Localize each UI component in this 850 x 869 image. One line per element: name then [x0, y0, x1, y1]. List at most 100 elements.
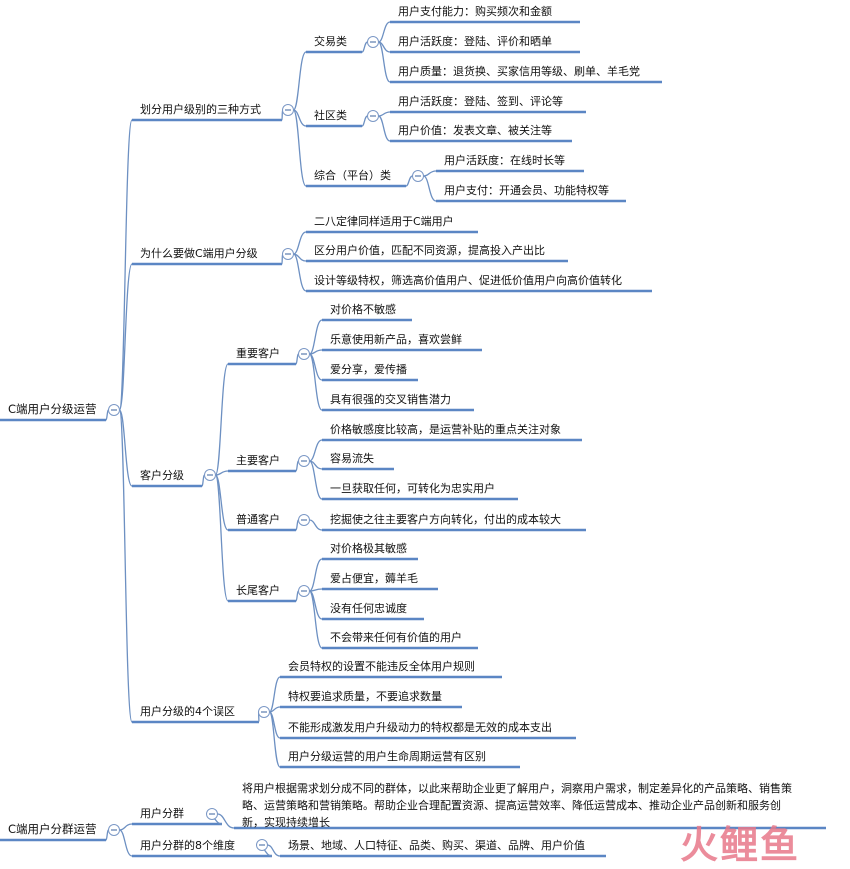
method-1-collapse-icon[interactable]: [367, 110, 379, 122]
tier-node-2-label: 普通客户: [236, 512, 280, 526]
method-0-collapse-icon[interactable]: [367, 36, 379, 48]
segment-branch-0: 用户分群: [132, 806, 222, 826]
edge-b2-tier0: [214, 363, 229, 476]
edge-method2-leaf1: [423, 175, 437, 202]
method-2-leaf-1-label: 用户支付：开通会员、功能特权等: [444, 183, 609, 197]
tier-0-stub: [295, 353, 300, 365]
root-node-0-label: C端用户分级运营: [8, 402, 97, 416]
segment-branch-1: 用户分群的8个维度: [132, 838, 272, 858]
branch-node-3: 用户分级的4个误区: [132, 704, 259, 724]
tier-2-leaf-0: 挖掘使之往主要客户方向转化，付出的成本较大: [322, 512, 586, 532]
segment-branch-0-collapse-icon[interactable]: [206, 808, 218, 820]
segment-definition-line-1: 略、运营策略和营销策略。帮助企业合理配置资源、提高运营效率、降低运营成本、推动企…: [242, 798, 781, 812]
edge-b3-leaf0: [268, 676, 281, 713]
method-node-0-label: 交易类: [314, 34, 347, 48]
edge-b0-sub0: [292, 51, 307, 111]
tier-0-collapse-icon[interactable]: [298, 348, 310, 360]
branch-node-0: 划分用户级别的三种方式: [132, 102, 282, 122]
edge-method0-leaf2: [377, 41, 391, 83]
edge-b3-leaf3: [268, 711, 281, 768]
root-1-stub: [105, 829, 110, 841]
branch-node-0-label: 划分用户级别的三种方式: [140, 102, 261, 116]
edge-root0-branch3: [118, 409, 133, 723]
misconception-leaf-2: 不能形成激发用户升级动力的特权都是无效的成本支出: [280, 720, 576, 740]
method-0-leaf-1: 用户活跃度：登陆、评价和晒单: [390, 34, 580, 54]
edge-root1-branch1: [119, 829, 133, 857]
why-leaf-0-label: 二八定律同样适用于C端用户: [314, 214, 454, 228]
method-1-leaf-1-label: 用户价值：发表文章、被关注等: [398, 123, 552, 137]
dimensions-leaf-label: 场景、地域、人口特征、品类、购买、渠道、品牌、用户价值: [288, 838, 585, 852]
edge-b2-tier3: [214, 474, 229, 602]
root-0-collapse-icon[interactable]: [108, 404, 120, 416]
branch-0-collapse-icon[interactable]: [282, 104, 294, 116]
edge-root0-branch2: [118, 409, 133, 487]
edge-root0-branch0: [118, 119, 133, 411]
tier-3-leaf-1-label: 爱占便宜，薅羊毛: [330, 571, 418, 585]
edge-method1-leaf0: [378, 111, 391, 117]
method-node-2: 综合（平台）类: [306, 168, 406, 188]
edge-tier3-leaf3: [308, 590, 323, 649]
tier-node-1: 主要客户: [228, 453, 296, 473]
tier-2-stub: [295, 519, 300, 531]
branch-1-collapse-icon[interactable]: [282, 248, 294, 260]
method-0-leaf-2: 用户质量：退货换、买家信用等级、刷单、羊毛党: [390, 64, 662, 84]
method-0-leaf-0: 用户支付能力：购买频次和金额: [390, 4, 580, 24]
tier-0-leaf-0-label: 对价格不敏感: [330, 302, 396, 316]
why-leaf-1: 区分用户价值，匹配不同资源，提高投入产出比: [306, 243, 568, 263]
branch-node-1-label: 为什么要做C端用户分级: [140, 246, 258, 260]
method-0-leaf-1-label: 用户活跃度：登陆、评价和晒单: [398, 34, 552, 48]
edge-b2-tier1: [215, 470, 229, 476]
why-leaf-1-label: 区分用户价值，匹配不同资源，提高投入产出比: [314, 243, 545, 257]
tier-node-0: 重要客户: [228, 346, 296, 366]
tier-0-leaf-2-label: 爱分享，爱传播: [330, 362, 407, 376]
tier-3-leaf-2: 没有任何忠诚度: [322, 601, 424, 621]
misconception-leaf-0-label: 会员特权的设置不能违反全体用户规则: [288, 659, 475, 673]
tier-1-leaf-1: 容易流失: [322, 451, 394, 471]
edge-tier0-leaf3: [308, 353, 323, 411]
segment-branch-1-collapse-icon[interactable]: [256, 839, 268, 851]
edge-root1-branch0: [119, 823, 133, 831]
edge-dimensions-leaf: [267, 844, 281, 857]
method-0-leaf-2-label: 用户质量：退货换、买家信用等级、刷单、羊毛党: [398, 64, 640, 78]
method-1-leaf-0: 用户活跃度：登陆、签到、评论等: [390, 94, 586, 114]
tier-3-leaf-2-label: 没有任何忠诚度: [330, 601, 407, 615]
tier-node-1-label: 主要客户: [236, 453, 280, 467]
root-0-stub: [105, 409, 110, 421]
branch-3-collapse-icon[interactable]: [258, 706, 270, 718]
tier-1-leaf-2-label: 一旦获取任何，可转化为忠实用户: [330, 481, 495, 495]
misconception-leaf-3: 用户分级运营的用户生命周期运营有区别: [280, 749, 520, 769]
method-node-1-label: 社区类: [314, 108, 347, 122]
tier-2-collapse-icon[interactable]: [298, 514, 310, 526]
tier-0-leaf-2: 爱分享，爱传播: [322, 362, 418, 382]
root-1-collapse-icon[interactable]: [108, 824, 120, 836]
branch-node-2-label: 客户分级: [140, 468, 184, 482]
tier-node-3-label: 长尾客户: [236, 583, 280, 597]
method-0-stub: [361, 41, 368, 53]
watermark-logo: 火鲤鱼: [680, 823, 801, 867]
edge-method0-leaf0: [378, 21, 391, 43]
tier-3-leaf-3: 不会带来任何有价值的用户: [322, 630, 478, 650]
tier-3-collapse-icon[interactable]: [298, 585, 310, 597]
tier-0-leaf-3-label: 具有很强的交叉销售潜力: [330, 392, 451, 406]
tier-1-leaf-2: 一旦获取任何，可转化为忠实用户: [322, 481, 518, 501]
tier-3-leaf-3-label: 不会带来任何有价值的用户: [330, 630, 462, 644]
branch-2-collapse-icon[interactable]: [204, 469, 216, 481]
segment-definition-line-2: 新，实现持续增长: [242, 815, 330, 829]
segment-definition: 将用户根据需求划分成不同的群体，以此来帮助企业更了解用户，洞察用户需求，制定差异…: [234, 781, 826, 830]
edge-method1-leaf1: [378, 115, 391, 142]
edge-b1-leaf0: [293, 231, 307, 255]
edge-segment-definition: [217, 813, 235, 829]
tier-node-3: 长尾客户: [228, 583, 296, 603]
edge-root0-branch1: [118, 263, 133, 411]
tier-1-collapse-icon[interactable]: [298, 455, 310, 467]
method-0-leaf-0-label: 用户支付能力：购买频次和金额: [398, 4, 552, 18]
tier-3-leaf-1: 爱占便宜，薅羊毛: [322, 571, 438, 591]
misconception-leaf-2-label: 不能形成激发用户升级动力的特权都是无效的成本支出: [288, 720, 552, 734]
tier-3-leaf-0: 对价格极其敏感: [322, 541, 418, 561]
method-2-stub: [405, 175, 413, 187]
tier-3-stub: [295, 590, 300, 602]
tier-0-leaf-1-label: 乐意使用新产品，喜欢尝鲜: [330, 332, 462, 346]
method-2-collapse-icon[interactable]: [412, 170, 424, 182]
segment-definition-line-0: 将用户根据需求划分成不同的群体，以此来帮助企业更了解用户，洞察用户需求，制定差异…: [242, 781, 792, 795]
